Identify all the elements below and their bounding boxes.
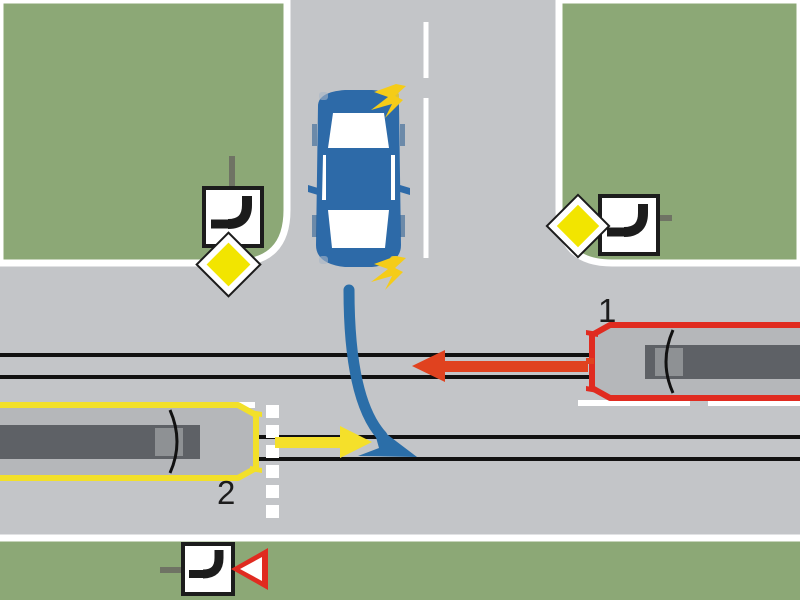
indicator-flash-rear-right xyxy=(371,256,406,290)
tram1-path-arrow xyxy=(412,350,588,382)
grass-bottom xyxy=(0,534,800,600)
car-path-arrow xyxy=(343,284,417,457)
priority-road-sign-right xyxy=(545,193,611,259)
indicator-flash-front-right xyxy=(371,84,406,118)
tram2-path-arrow xyxy=(275,426,372,458)
tram-1 xyxy=(586,322,800,401)
tram-crossing-sign-bottom xyxy=(160,542,235,596)
tram-2 xyxy=(0,402,262,481)
tram-1-label: 1 xyxy=(598,292,617,329)
tram-2-label: 2 xyxy=(217,474,236,511)
give-way-dashed-line xyxy=(266,405,279,518)
blue-car xyxy=(308,90,410,267)
give-way-sign-bottom xyxy=(231,548,268,590)
priority-road-sign-left xyxy=(195,231,262,298)
